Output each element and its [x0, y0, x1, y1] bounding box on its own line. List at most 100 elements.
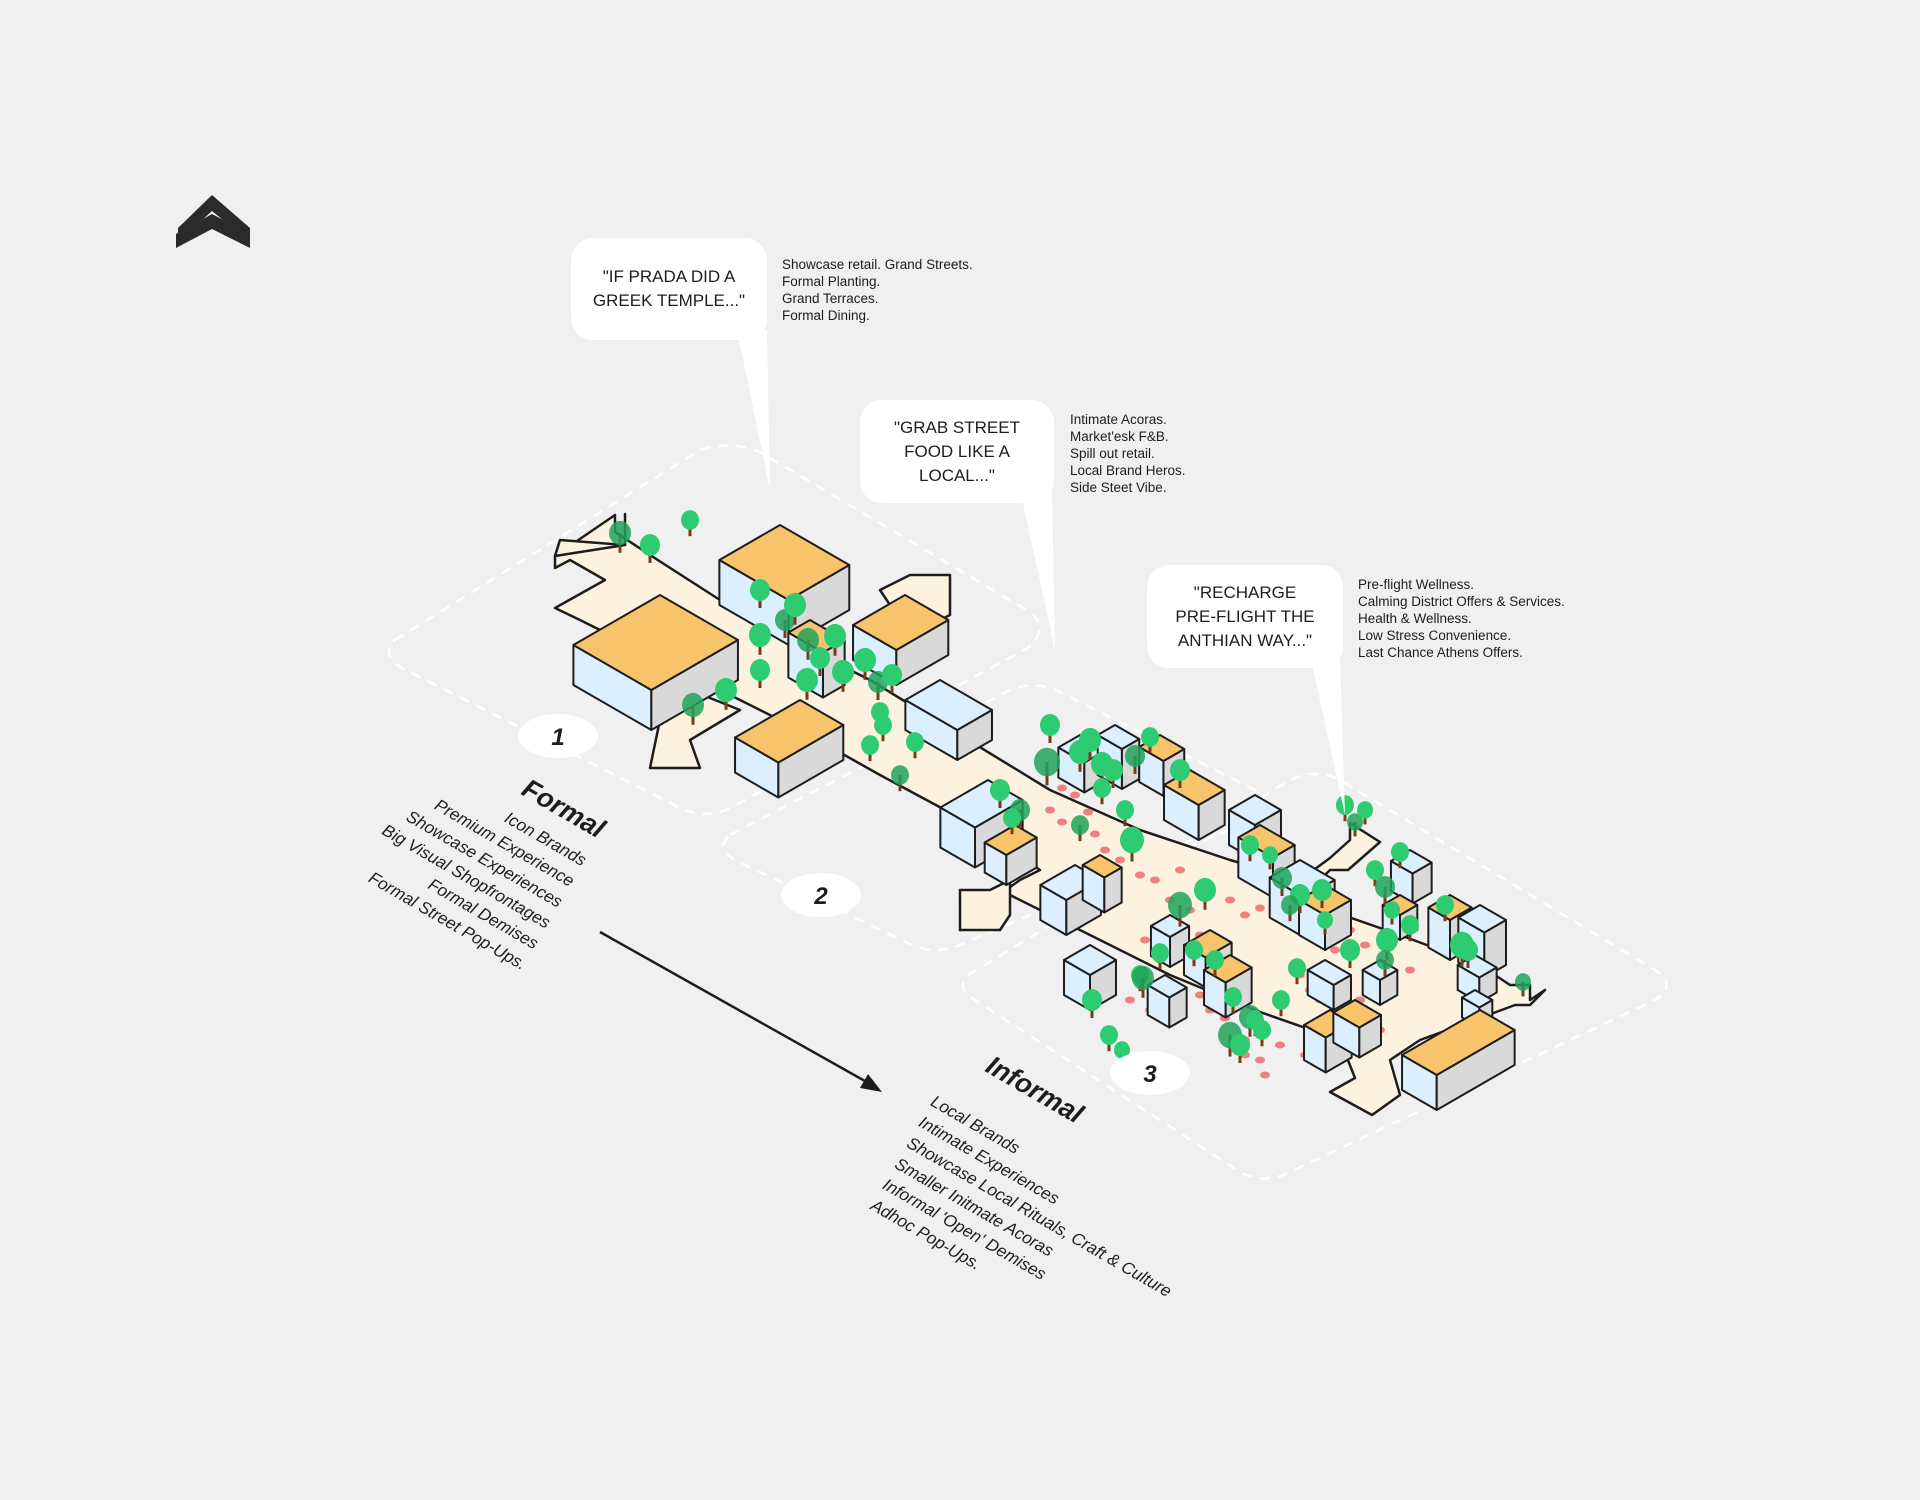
building-block [1081, 854, 1123, 914]
zone-2-outline [722, 684, 1266, 952]
building-block [1456, 954, 1498, 1004]
building-roof [734, 699, 845, 764]
tree-canopy [681, 510, 699, 530]
building-block [572, 594, 739, 731]
tree-canopy [1376, 950, 1394, 970]
tree-icon [1168, 891, 1192, 927]
zone-badge-1[interactable]: 1 [518, 714, 598, 758]
tree-icon [750, 579, 770, 608]
tree-canopy [1168, 891, 1192, 919]
callout-3-note: Last Chance Athens Offers. [1358, 645, 1523, 660]
tree-canopy [1170, 759, 1190, 781]
ground-dot [1070, 791, 1080, 799]
building-block [904, 679, 993, 761]
tree-canopy [1262, 846, 1278, 864]
zone-badge-2[interactable]: 2 [781, 873, 861, 917]
tree-icon [1082, 989, 1102, 1018]
tree-canopy [749, 622, 771, 648]
tree-icon [797, 627, 819, 660]
tree-icon [1093, 778, 1111, 805]
tree-icon [1003, 808, 1021, 835]
callout-1-quote-line: "IF PRADA DID A [602, 267, 736, 286]
tree-canopy [882, 664, 902, 686]
tree-canopy [1125, 745, 1145, 767]
tree-icon [1253, 1020, 1271, 1047]
zone-badge-3[interactable]: 3 [1110, 1051, 1190, 1095]
tree-canopy [1241, 835, 1259, 855]
tree-icon [1376, 950, 1394, 977]
tree-canopy [1003, 808, 1021, 828]
tree-canopy [1272, 867, 1292, 889]
tree-canopy [1281, 895, 1299, 915]
tree-icon [874, 715, 892, 742]
ground-dot [1057, 818, 1067, 826]
tree-icon [1436, 895, 1454, 922]
tree-icon [1224, 987, 1242, 1014]
tree-canopy [796, 667, 818, 693]
tree-canopy [1375, 876, 1395, 898]
callout-3-bubble: "RECHARGE PRE-FLIGHT THE ANTHIAN WAY..." [1147, 565, 1343, 668]
callout-2-quote-line: "GRAB STREET [894, 417, 1020, 437]
tree-canopy [1194, 877, 1216, 903]
callout-3-notes: Pre-flight Wellness. Calming District Of… [1358, 576, 1565, 661]
ground-dot [1115, 856, 1125, 864]
tree-icon [854, 647, 876, 680]
building-roof [1401, 1009, 1516, 1076]
tree-canopy [1100, 1025, 1118, 1045]
tree-canopy [1515, 973, 1531, 991]
tree-canopy [990, 779, 1010, 801]
tree-icon [832, 659, 854, 692]
tree-icon [1125, 745, 1145, 774]
ground-dot [1405, 966, 1415, 974]
tree-icon [749, 622, 771, 655]
ground-dot [1140, 936, 1150, 944]
ground-dot [1240, 911, 1250, 919]
building-roof [1228, 794, 1282, 826]
tree-canopy [1224, 987, 1242, 1007]
tree-canopy [640, 534, 660, 556]
tree-icon [1272, 990, 1290, 1017]
callout-1-quote-line: GREEK TEMPLE..." [592, 291, 746, 310]
tree-canopy [1312, 879, 1332, 901]
tree-canopy [891, 765, 909, 785]
tree-icon [1375, 876, 1395, 905]
callout-3-quote-line: ANTHIAN WAY..." [1177, 630, 1313, 650]
callout-3-note: Health & Wellness. [1358, 611, 1472, 626]
ground-dot [1255, 1056, 1265, 1064]
tree-canopy [750, 579, 770, 601]
tree-icon [1170, 759, 1190, 788]
ground-dot [1175, 866, 1185, 874]
trees-layer [609, 510, 1531, 1065]
tree-canopy [832, 659, 854, 685]
callout-3-tail [1310, 655, 1345, 815]
callout-1-note: Formal Planting. [782, 274, 881, 289]
tree-icon [1458, 939, 1478, 968]
ground-dot [1083, 808, 1093, 816]
tree-canopy [1357, 801, 1373, 819]
tree-canopy [861, 735, 879, 755]
callout-2-quote-line: LOCAL..." [919, 465, 995, 485]
tree-canopy [609, 520, 631, 546]
chevron-up-icon[interactable] [176, 195, 250, 248]
tree-canopy [1347, 813, 1363, 831]
tree-icon [1347, 813, 1363, 837]
callout-1-note: Formal Dining. [782, 308, 870, 323]
tree-icon [891, 765, 909, 792]
callout-2-bubble: "GRAB STREET FOOD LIKE A LOCAL..." [860, 400, 1054, 503]
building-roof [1332, 999, 1382, 1029]
ground-dot [1135, 871, 1145, 879]
ground-dot [1260, 1071, 1270, 1079]
callout-2-notes: Intimate Acoras. Market'esk F&B. Spill o… [1070, 411, 1186, 496]
tree-canopy [682, 692, 704, 718]
callout-3-note: Low Stress Convenience. [1358, 628, 1512, 643]
tree-icon [810, 647, 830, 676]
tree-canopy [1384, 901, 1400, 919]
tree-icon [1132, 965, 1154, 998]
building-roof [1063, 944, 1117, 976]
callout-1-tail [737, 330, 770, 490]
zone-number: 1 [551, 724, 564, 751]
tree-canopy [1082, 989, 1102, 1011]
building-roof [983, 824, 1038, 856]
tree-icon [609, 520, 631, 553]
tree-icon [1116, 800, 1134, 827]
